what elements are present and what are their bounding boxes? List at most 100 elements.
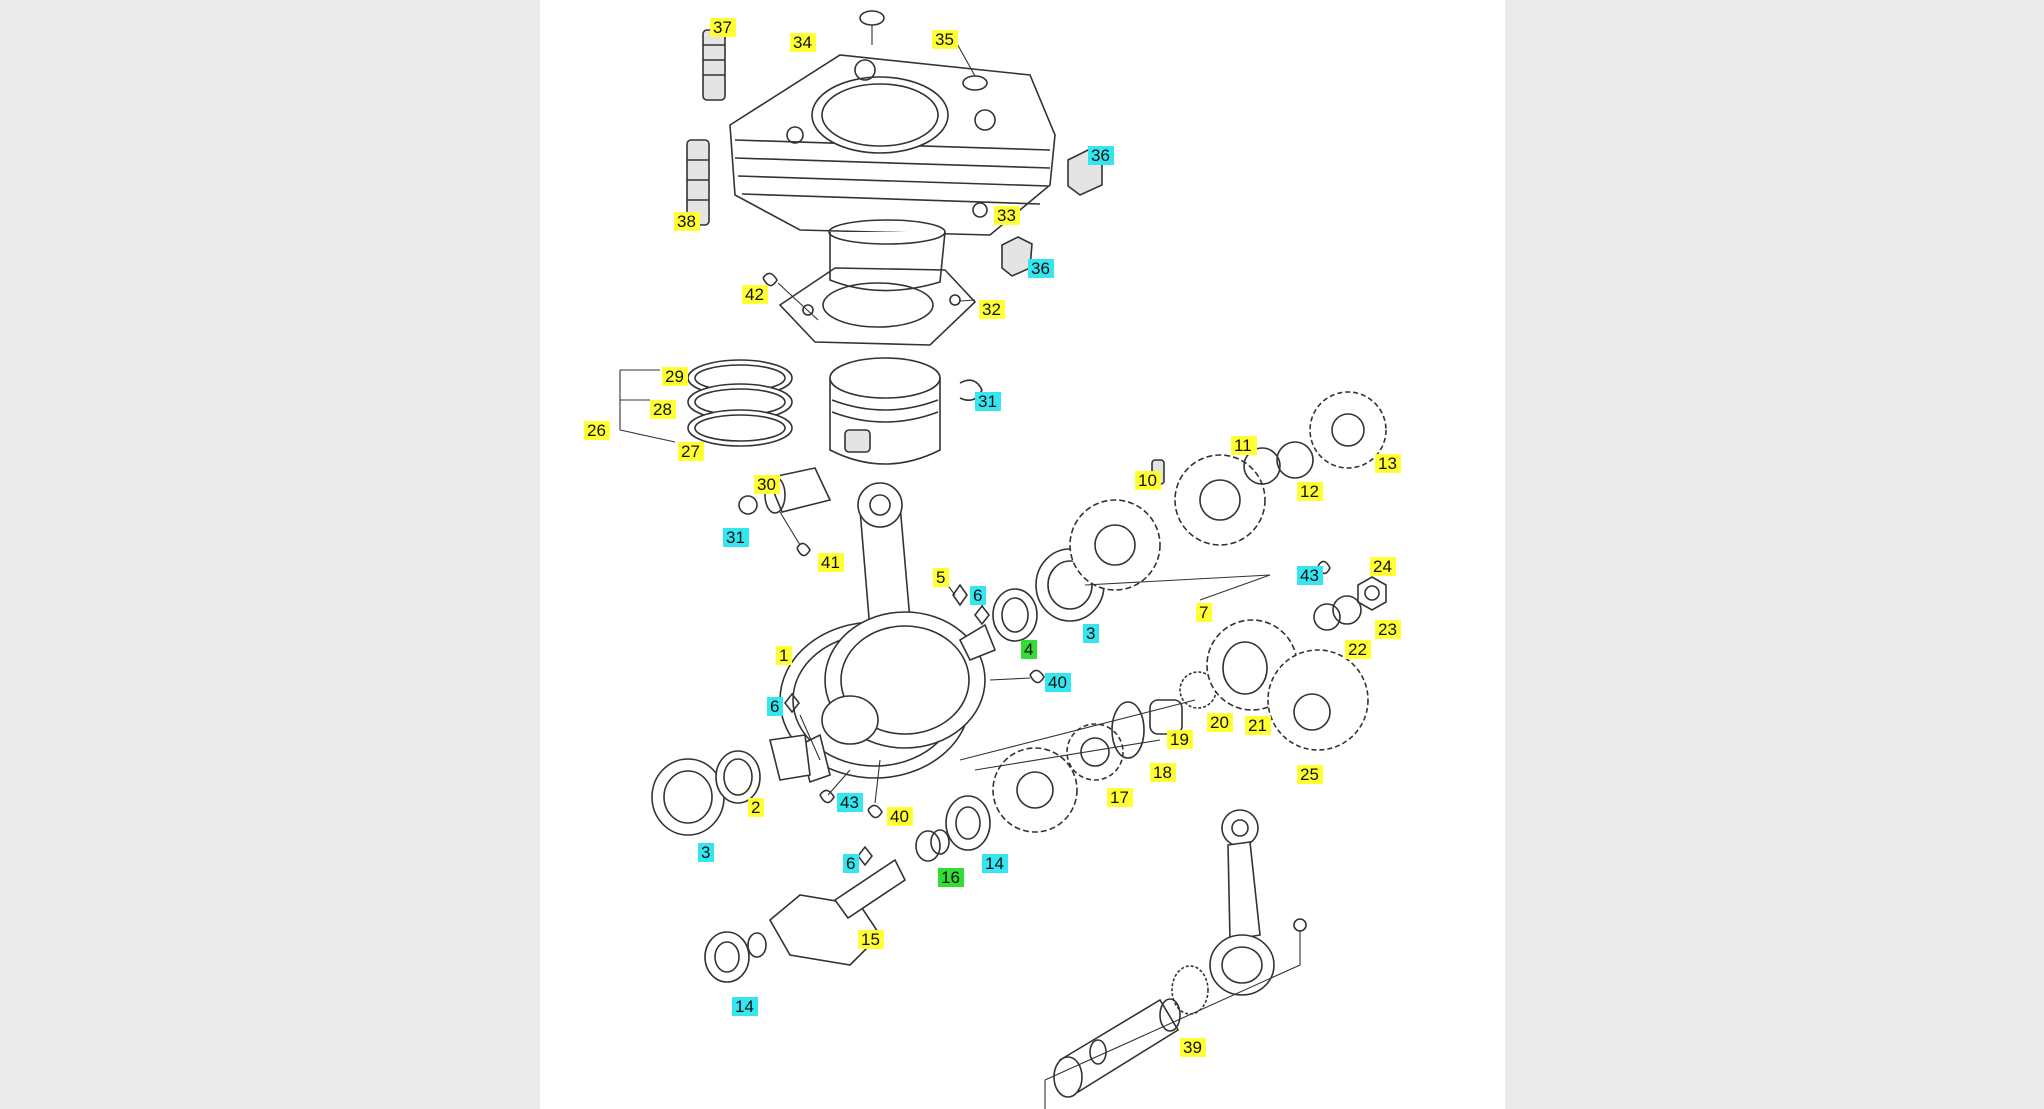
part-label-highlight [1375, 454, 1401, 473]
part-label-39: 39 [1180, 1038, 1206, 1057]
part-label-highlight [843, 854, 859, 873]
part-label-text: 19 [1170, 730, 1189, 749]
part-label-24: 24 [1370, 557, 1396, 576]
part-label-21: 21 [1245, 716, 1271, 735]
part-label-text: 12 [1300, 482, 1319, 501]
part-label-highlight [710, 18, 736, 37]
part-label-highlight [932, 30, 958, 49]
part-label-highlight [1345, 640, 1371, 659]
part-label-15: 15 [858, 930, 884, 949]
part-label-text: 3 [1086, 624, 1095, 643]
part-label-text: 25 [1300, 765, 1319, 784]
part-label-text: 26 [587, 421, 606, 440]
part-label-4: 4 [1021, 640, 1037, 659]
part-label-text: 13 [1378, 454, 1397, 473]
part-label-43: 43 [837, 793, 863, 812]
part-label-highlight [970, 586, 986, 605]
part-label-14: 14 [982, 854, 1008, 873]
part-label-text: 6 [973, 586, 982, 605]
part-label-highlight [767, 697, 783, 716]
part-label-highlight [1207, 713, 1233, 732]
part-label-17: 17 [1107, 788, 1133, 807]
part-label-highlight [1297, 482, 1323, 501]
part-label-text: 21 [1248, 716, 1267, 735]
part-label-7: 7 [1196, 603, 1212, 622]
part-label-text: 42 [745, 285, 764, 304]
part-label-text: 30 [757, 475, 776, 494]
nut-and-washer-drawings [1313, 560, 1387, 631]
part-label-35: 35 [932, 30, 958, 49]
part-label-28: 28 [650, 400, 676, 419]
part-label-34: 34 [790, 33, 816, 52]
part-label-6: 6 [843, 854, 859, 873]
part-label-text: 36 [1091, 146, 1110, 165]
part-label-highlight [1297, 765, 1323, 784]
part-label-text: 5 [936, 568, 945, 587]
part-label-23: 23 [1375, 620, 1401, 639]
part-label-text: 7 [1199, 603, 1208, 622]
part-label-text: 22 [1348, 640, 1367, 659]
part-label-13: 13 [1375, 454, 1401, 473]
part-label-text: 38 [677, 212, 696, 231]
part-label-text: 1 [779, 646, 788, 665]
part-label-highlight [1135, 471, 1161, 490]
part-label-text: 27 [681, 442, 700, 461]
part-label-highlight [1045, 673, 1071, 692]
part-label-highlight [982, 854, 1008, 873]
part-label-highlight [754, 475, 780, 494]
part-label-27: 27 [678, 442, 704, 461]
part-label-2: 2 [748, 798, 764, 817]
lower-gear-train-drawing [915, 619, 1369, 862]
part-label-38: 38 [674, 212, 700, 231]
part-label-text: 6 [846, 854, 855, 873]
part-label-text: 39 [1183, 1038, 1202, 1057]
part-label-text: 33 [997, 206, 1016, 225]
part-label-highlight [933, 568, 949, 587]
part-label-16: 16 [938, 868, 964, 887]
part-label-42: 42 [742, 285, 768, 304]
crankshaft-drawing [769, 482, 1045, 819]
part-label-3: 3 [1083, 624, 1099, 643]
part-label-highlight [1088, 146, 1114, 165]
part-label-highlight [1150, 763, 1176, 782]
part-label-highlight [650, 400, 676, 419]
part-label-text: 20 [1210, 713, 1229, 732]
part-label-highlight [818, 553, 844, 572]
part-label-highlight [678, 442, 704, 461]
part-label-37: 37 [710, 18, 736, 37]
part-label-12: 12 [1297, 482, 1323, 501]
part-label-highlight [1028, 259, 1054, 278]
part-label-highlight [742, 285, 768, 304]
part-label-text: 32 [982, 300, 1001, 319]
part-label-highlight [975, 392, 1001, 411]
part-label-highlight [858, 930, 884, 949]
part-label-32: 32 [979, 300, 1005, 319]
part-label-highlight [1297, 566, 1323, 585]
part-label-40: 40 [887, 807, 913, 826]
part-label-29: 29 [662, 367, 688, 386]
part-label-text: 4 [1024, 640, 1033, 659]
part-label-text: 3 [701, 843, 710, 862]
part-label-36: 36 [1028, 259, 1054, 278]
upper-gear-train-drawing [1069, 391, 1387, 601]
part-label-highlight [790, 33, 816, 52]
part-label-text: 6 [770, 697, 779, 716]
piston-pin-drawing [738, 467, 832, 557]
part-label-41: 41 [818, 553, 844, 572]
part-label-text: 35 [935, 30, 954, 49]
part-label-text: 15 [861, 930, 880, 949]
part-label-highlight [1083, 624, 1099, 643]
part-label-text: 14 [735, 997, 754, 1016]
part-label-text: 31 [978, 392, 997, 411]
part-label-25: 25 [1297, 765, 1323, 784]
part-label-text: 14 [985, 854, 1004, 873]
main-bearing-drawings [651, 548, 1105, 836]
part-label-highlight [662, 367, 688, 386]
part-label-text: 11 [1234, 436, 1252, 455]
part-label-40: 40 [1045, 673, 1071, 692]
part-label-33: 33 [994, 206, 1020, 225]
part-label-highlight [1370, 557, 1396, 576]
balancer-shaft-drawing [704, 845, 907, 983]
